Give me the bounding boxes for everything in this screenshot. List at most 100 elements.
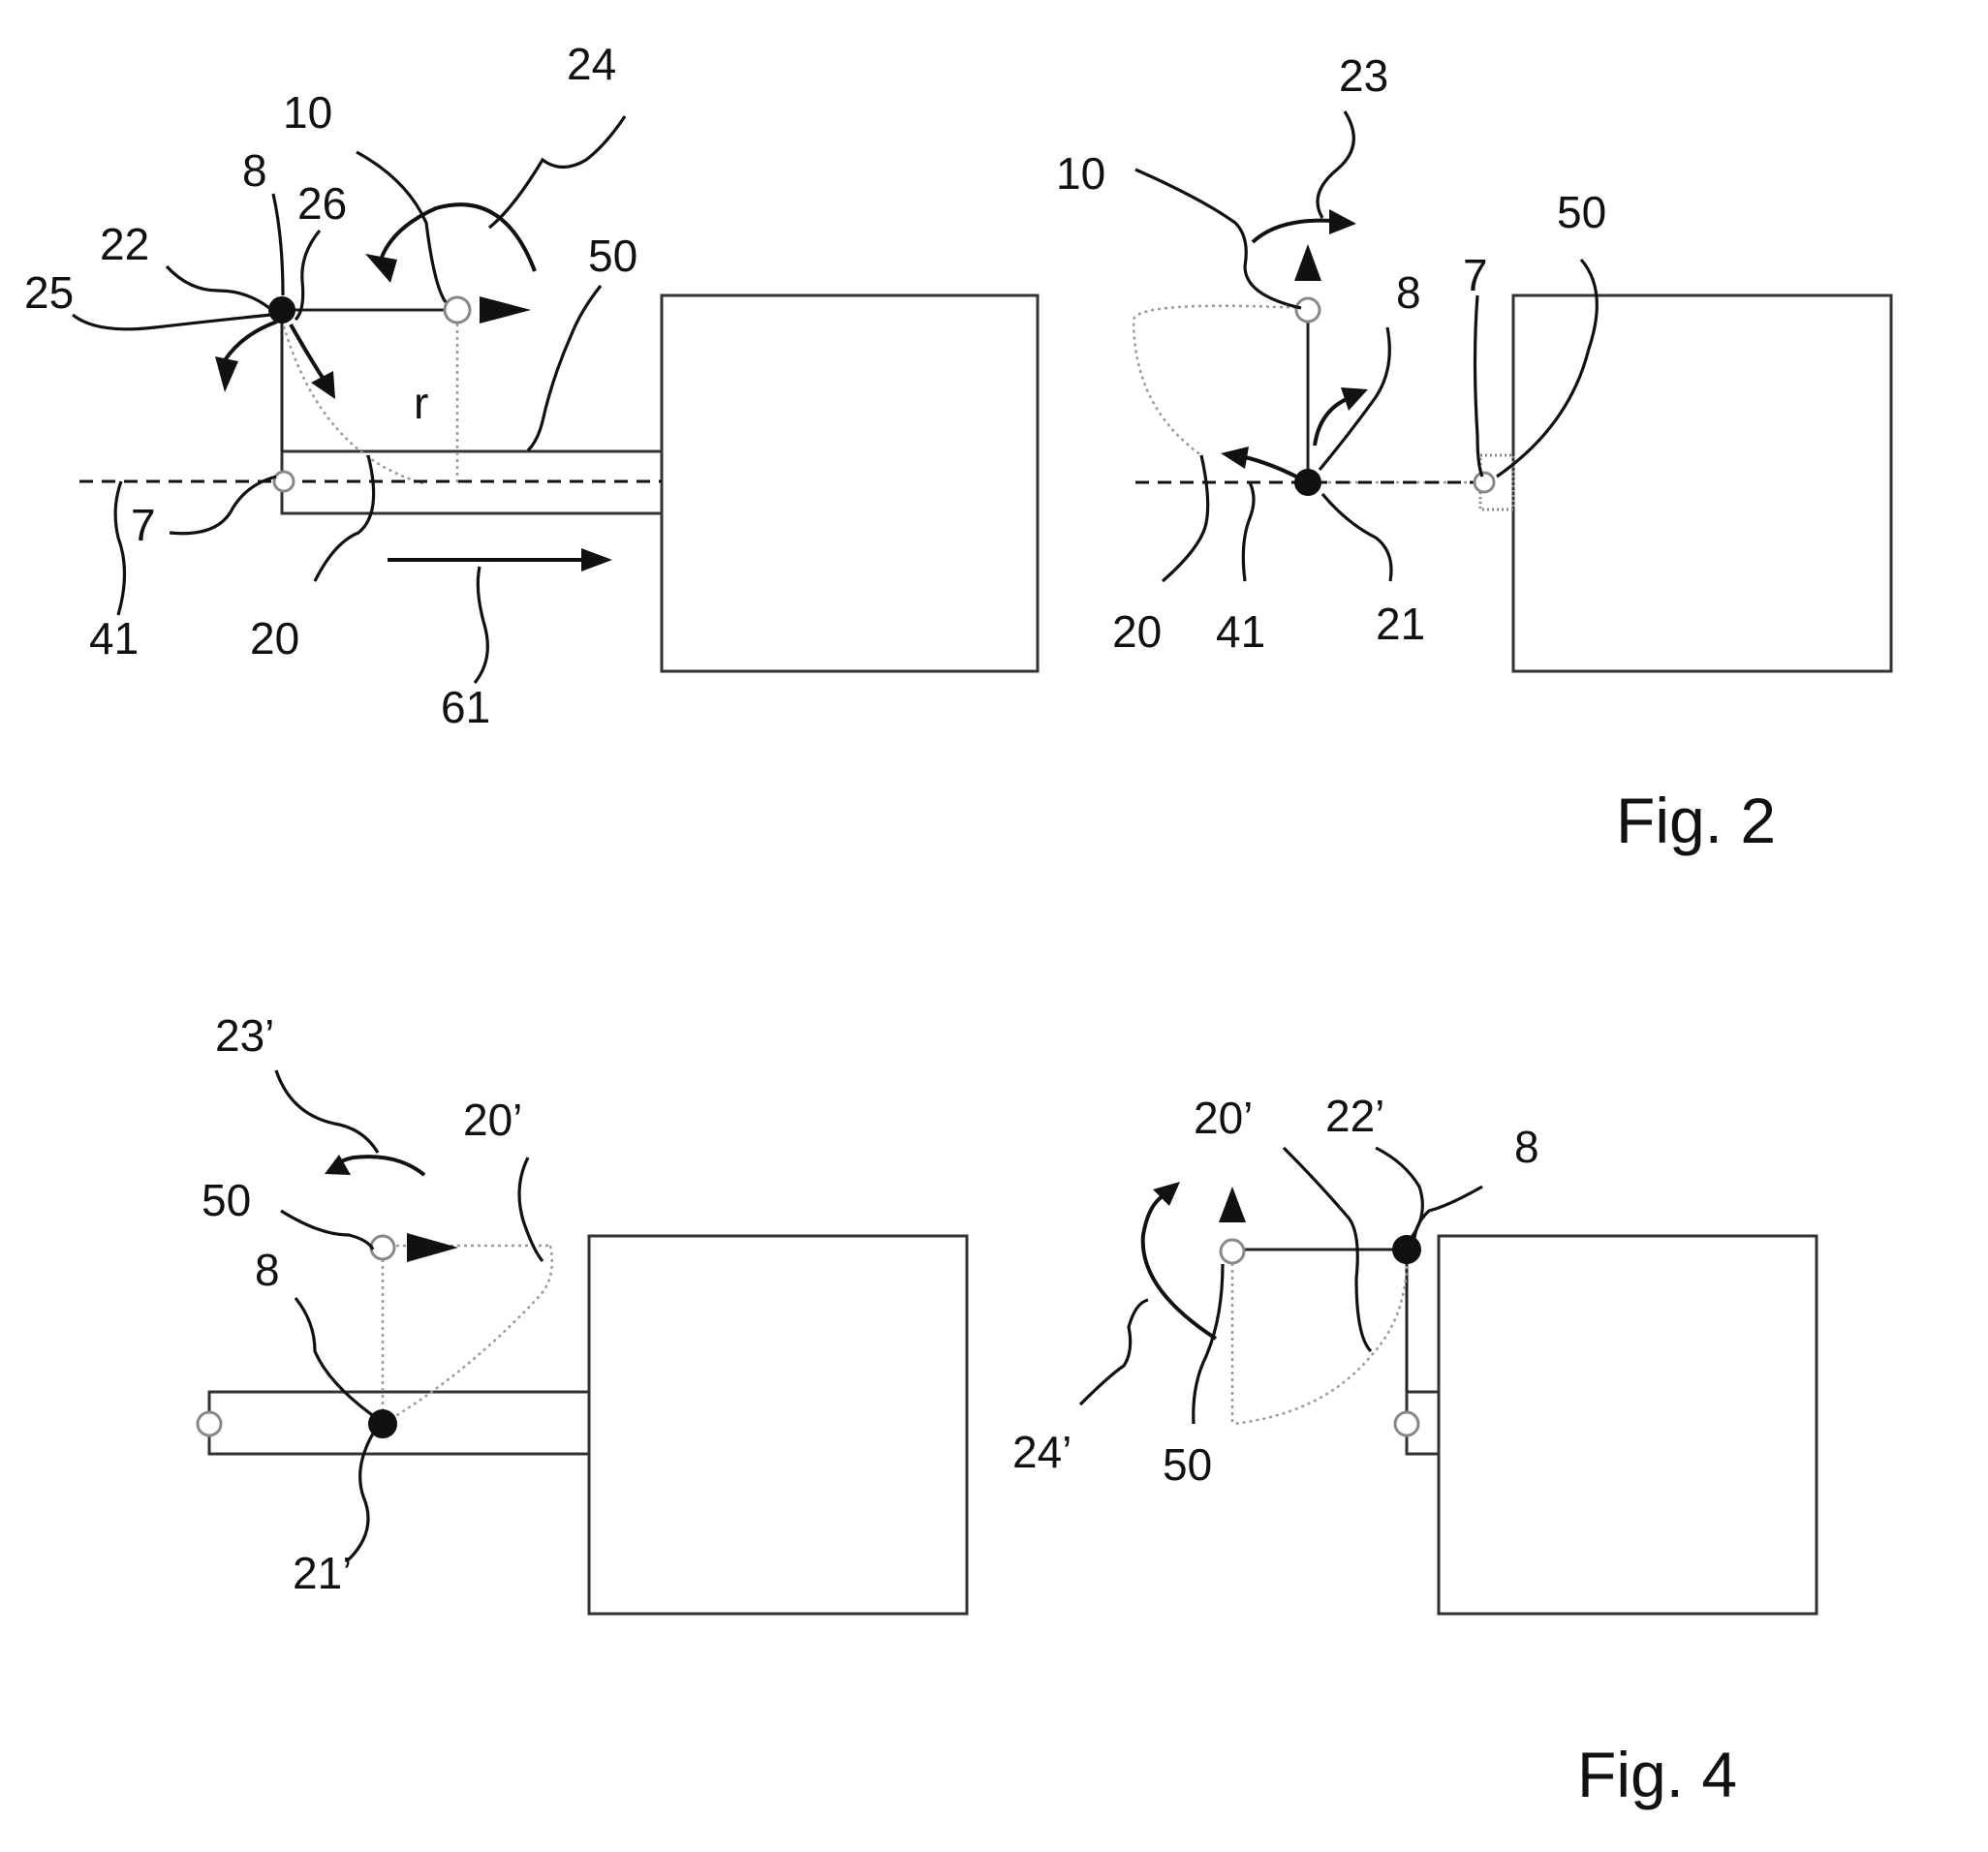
- fig2-left-label-8: 8: [242, 145, 267, 196]
- fig2-left-label-10: 10: [283, 87, 332, 138]
- fig2-right-label-21: 21: [1376, 599, 1425, 649]
- fig2-left-arrow-26: [289, 324, 325, 380]
- fig2-left-leader-8: [271, 193, 285, 296]
- fig2-left-leader-20: [313, 454, 376, 582]
- fig2-left-label-41: 41: [89, 613, 139, 664]
- fig4-left-label-8: 8: [255, 1245, 280, 1295]
- fig2-left-housing-box: [660, 293, 1040, 673]
- fig2-left-leader-22: [165, 264, 270, 310]
- fig2-left-leader-61: [473, 566, 489, 684]
- fig4-right-housing-box: [1437, 1234, 1818, 1616]
- fig2-left-label-7: 7: [131, 500, 156, 550]
- fig2-left-leader-26: [294, 229, 322, 322]
- fig2-left-label-26: 26: [297, 178, 347, 229]
- fig2-right-label-20: 20: [1112, 606, 1162, 657]
- fig2-right-arrowhead-20: [1221, 447, 1249, 469]
- fig2-left-pivot-8: [268, 296, 295, 324]
- fig4-left-rotation-arrowhead-23p: [325, 1155, 351, 1175]
- fig2-right-arrow-8: [1313, 397, 1348, 447]
- fig4-left-pivot-50: [369, 1234, 396, 1261]
- fig2-left-direction-head: [480, 296, 531, 324]
- fig2-left-label-61: 61: [441, 682, 490, 732]
- fig2-right-view: 23 10 50 8 7 20 41 21: [1056, 50, 1893, 673]
- fig4-left-label-50: 50: [202, 1175, 251, 1225]
- fig4-right-sweep-arc: [1231, 1258, 1409, 1426]
- fig2-left-arrowhead-25: [215, 356, 238, 392]
- fig2-right-leader-8: [1318, 326, 1391, 472]
- fig2-left-leader-7: [169, 475, 277, 536]
- fig2-left-label-50: 50: [588, 231, 637, 281]
- fig2-left-rotation-arrow-24: [379, 202, 537, 272]
- fig2-right-up-head: [1294, 244, 1321, 281]
- fig4-right-pivot-50: [1219, 1238, 1246, 1265]
- fig2-right-housing-box: [1511, 293, 1893, 673]
- fig2-right-arrow-20: [1244, 455, 1297, 478]
- fig4-right-leader-8: [1413, 1185, 1483, 1239]
- fig2-right-leader-7: [1473, 294, 1484, 478]
- fig2-right-leader-20: [1161, 454, 1210, 583]
- fig2-caption: Fig. 2: [1616, 785, 1776, 856]
- fig2-right-pivot-10: [1294, 296, 1321, 324]
- fig2-left-leader-24: [488, 115, 627, 230]
- fig2-right-label-50: 50: [1557, 187, 1606, 237]
- fig4-right-leader-50: [1192, 1263, 1225, 1425]
- fig4-right-pivot-22p: [1392, 1235, 1421, 1264]
- fig4-left-leader-21p: [347, 1433, 375, 1561]
- fig2-left-pivot-7: [272, 470, 295, 493]
- fig2-right-leader-41: [1241, 481, 1256, 582]
- fig2-right-pivot-50: [1473, 471, 1496, 494]
- fig4-left-label-20p: 20’: [463, 1095, 522, 1145]
- fig2-left-sweep-arc: [280, 319, 427, 486]
- fig4-caption: Fig. 4: [1577, 1739, 1737, 1810]
- fig2-left-label-20: 20: [250, 613, 299, 664]
- fig2-left-arrow-25: [223, 320, 278, 362]
- fig2-left-motion-arrowhead-61: [581, 548, 612, 571]
- fig2-left-label-r: r: [414, 378, 428, 428]
- fig2-left-leader-41: [113, 480, 127, 616]
- fig2-right-label-23: 23: [1339, 50, 1388, 101]
- fig4-right-label-20p: 20’: [1194, 1093, 1253, 1143]
- fig2-right-leader-23: [1316, 110, 1355, 219]
- fig2-left-leader-10: [356, 150, 448, 303]
- fig4-right-label-24p: 24’: [1012, 1427, 1072, 1477]
- fig2-right-rotation-arrow-23: [1251, 218, 1333, 244]
- fig4-right-label-50: 50: [1163, 1439, 1212, 1490]
- fig2-left-label-25: 25: [24, 267, 74, 318]
- fig2-right-pivot-21: [1294, 469, 1321, 496]
- fig4-right-label-8: 8: [1514, 1122, 1539, 1172]
- fig2-left-label-22: 22: [100, 219, 149, 269]
- fig4-left-housing-box: [587, 1234, 969, 1616]
- fig4-right-rotation-arrowhead-24p: [1153, 1182, 1180, 1206]
- fig2-left-leader-25: [72, 313, 272, 331]
- fig4-left-label-21p: 21’: [293, 1548, 352, 1598]
- fig4-right-up-head: [1219, 1187, 1246, 1222]
- fig4-left-rail: [207, 1390, 591, 1456]
- fig2-left-leader-50: [526, 285, 603, 452]
- fig4-right-leader-24p: [1078, 1298, 1149, 1406]
- fig2-right-sweep-arc: [1132, 304, 1304, 457]
- fig4-right-leader-22p: [1375, 1146, 1424, 1241]
- fig4-left-label-23p: 23’: [215, 1010, 274, 1061]
- fig2-left-arrowhead-26: [311, 371, 335, 399]
- fig4-right-rotation-arrow-24p: [1140, 1194, 1218, 1341]
- fig4-left-leader-23p: [274, 1069, 380, 1154]
- fig4-left-sweep-arc: [382, 1245, 554, 1426]
- fig4-right-leader-20p: [1282, 1146, 1373, 1353]
- fig2-right-leader-50: [1496, 258, 1599, 478]
- fig4-left-leader-20p: [517, 1157, 544, 1263]
- fig2-right-label-10: 10: [1056, 148, 1105, 199]
- fig4-left-leader-8: [294, 1297, 379, 1421]
- fig2-left-view: 24 10 8 26 22 25 50 r 7 41 20 61: [24, 39, 1040, 732]
- fig4-left-rail-end-pivot: [196, 1410, 223, 1437]
- fig2-left-label-24: 24: [567, 39, 616, 89]
- fig2-right-leader-21: [1320, 492, 1393, 582]
- fig2-right-label-7: 7: [1463, 250, 1488, 300]
- fig2-right-arrowhead-8: [1341, 387, 1368, 411]
- fig2-right-leader-10: [1134, 168, 1302, 310]
- fig4-left-view: 23’ 20’ 50 8 21’: [196, 1010, 969, 1616]
- fig2-left-pivot-10: [443, 295, 472, 324]
- fig4-right-lower-pivot: [1393, 1410, 1420, 1437]
- fig2-right-label-8: 8: [1396, 267, 1421, 318]
